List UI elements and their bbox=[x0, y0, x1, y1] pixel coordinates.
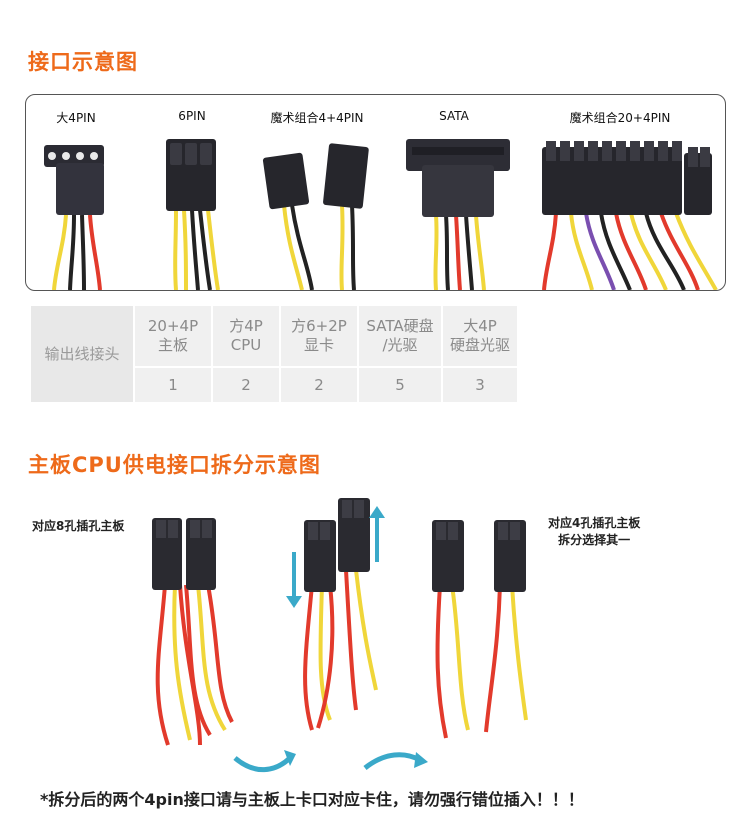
sata-connector-icon bbox=[406, 139, 510, 290]
connector-label-molex: 大4PIN bbox=[56, 111, 96, 125]
slide-up-arrow-icon bbox=[369, 506, 385, 562]
section-title-interface: 接口示意图 bbox=[28, 50, 138, 74]
transition-arrow-icon bbox=[233, 750, 296, 773]
note-4pin-board: 对应4孔插孔主板 拆分选择其一 bbox=[548, 516, 641, 547]
pcie-6pin-connector-icon bbox=[166, 139, 220, 290]
molex-4pin-connector-icon bbox=[44, 145, 104, 290]
table-cell-count: 3 bbox=[443, 368, 517, 402]
cpu-split-illustration bbox=[152, 498, 528, 773]
section-title-cpu-split: 主板CPU供电接口拆分示意图 bbox=[28, 453, 321, 477]
connector-label-sata: SATA bbox=[439, 109, 469, 123]
table-cell-count: 1 bbox=[135, 368, 211, 402]
atx-20plus4-connector-icon bbox=[542, 141, 718, 290]
joined-8pin-connector-icon bbox=[152, 518, 234, 746]
separated-4pin-connector-icon bbox=[432, 520, 528, 739]
table-cell-count: 2 bbox=[281, 368, 357, 402]
connector-label-4plus4: 魔术组合4+4PIN bbox=[270, 111, 364, 125]
warning-note: *拆分后的两个4pin接口请与主板上卡口对应卡住，请勿强行错位插入！！！ bbox=[40, 790, 584, 809]
table-cell-count: 5 bbox=[359, 368, 441, 402]
connector-panel: 大4PIN 6PIN 魔术组合4+4PIN SATA 魔术组合20+4PIN bbox=[25, 94, 726, 291]
connector-label-6pin: 6PIN bbox=[178, 109, 206, 123]
slide-down-arrow-icon bbox=[286, 552, 302, 608]
split-sliding-connector-icon bbox=[303, 498, 378, 731]
table-header-cell: 输出线接头 bbox=[31, 306, 133, 402]
connector-label-20plus4: 魔术组合20+4PIN bbox=[569, 111, 671, 125]
note-8pin-board: 对应8孔插孔主板 bbox=[32, 519, 125, 533]
transition-arrow-icon bbox=[363, 752, 428, 770]
table-cell-type: SATA硬盘/光驱 bbox=[359, 306, 441, 366]
cpu-4plus4-connector-icon bbox=[262, 143, 369, 290]
table-cell-count: 2 bbox=[213, 368, 279, 402]
